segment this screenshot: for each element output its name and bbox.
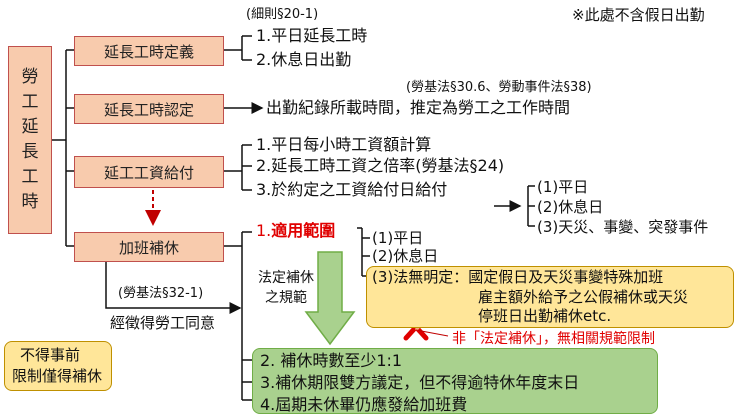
node-payment: 延工工資給付 [74, 156, 224, 188]
definition-item: 1.平日延長工時 [256, 26, 368, 45]
rule-item: 2. 補休時數至少1:1 [260, 351, 403, 370]
root-char: 勞 [21, 67, 39, 87]
definition-item: 2.休息日出勤 [256, 50, 352, 69]
rate-item: (1)平日 [537, 178, 589, 196]
scope-item3-line: (3)法無明定：國定假日及天災事變特殊加班 [372, 268, 663, 286]
payment-item: 1.平日每小時工資額計算 [256, 135, 432, 154]
root-char: 延 [21, 117, 39, 137]
rule-item: 3.補休期限雙方議定，但不得逾特休年度末日 [260, 373, 580, 392]
recognition-text: 出勤紀錄所載時間，推定為勞工之工作時間 [266, 98, 571, 117]
recognition-reference: (勞基法§30.6、勞動事件法§38) [406, 80, 592, 95]
unspecified-box [366, 266, 734, 328]
statutory-label: 法定補休 之規範 [258, 268, 314, 308]
callout-line: 限制僅得補休 [12, 367, 103, 385]
scope-item3-line: 雇主額外給予之公假補休或天災 [478, 288, 689, 306]
root-char: 工 [21, 167, 39, 187]
rate-item: (3)天災、事變、突發事件 [537, 218, 709, 236]
callout-line: 不得事前 [20, 346, 81, 364]
root-char: 時 [21, 192, 39, 212]
node-definition: 延長工時定義 [74, 36, 224, 66]
scope-item3-prefix: (3) [372, 268, 394, 286]
scope-heading: 1.適用範圍 [256, 222, 335, 240]
payment-item: 3.於約定之工資給付日給付 [256, 180, 448, 199]
rate-item: (2)休息日 [537, 198, 604, 216]
statutory-label-line: 法定補休 [258, 270, 314, 286]
scope-item: (2)休息日 [372, 247, 439, 265]
statutory-label-line: 之規範 [265, 290, 307, 306]
root-char: 長 [21, 142, 39, 162]
not-statutory-note: 非「法定補休」，無相關規範限制 [452, 331, 655, 347]
node-recognition: 延長工時認定 [74, 94, 224, 124]
scope-item3-text: 法無明定：國定假日及天災事變特殊加班 [393, 268, 664, 286]
consent-text: 經徵得勞工同意 [110, 314, 216, 332]
scope-item3-line: 停班日出勤補休etc. [478, 307, 612, 325]
statutory-rules-box [252, 348, 658, 414]
scope-label: 適用範圍 [271, 221, 336, 240]
root-char: 工 [21, 92, 39, 112]
root-box-labor-overtime: 勞 工 延 長 工 時 [8, 46, 52, 234]
rule-item: 4.屆期未休畢仍應發給加班費 [260, 395, 468, 414]
payment-item: 2.延長工時工資之倍率(勞基法§24) [256, 156, 505, 175]
node-comp-leave: 加班補休 [74, 232, 224, 262]
scope-prefix: 1. [256, 221, 272, 240]
callout-box [4, 341, 112, 391]
scope-item: (1)平日 [372, 229, 424, 247]
comp-leave-reference: (勞基法§32-1) [118, 286, 204, 301]
rule-reference: (細則§20-1) [246, 7, 319, 22]
note-text: ※此處不含假日出勤 [572, 6, 705, 24]
